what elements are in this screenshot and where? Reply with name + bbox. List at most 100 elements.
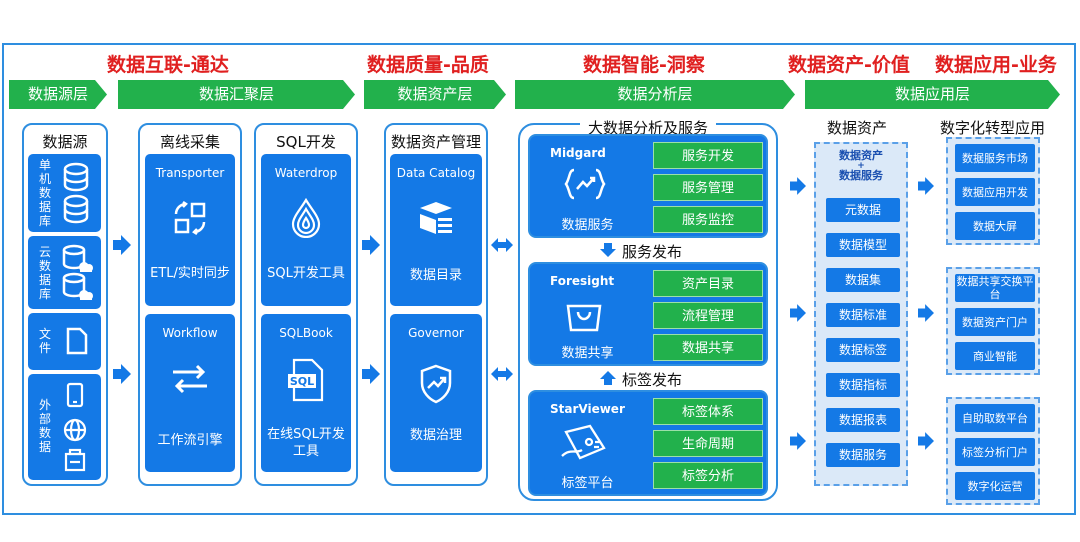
app-tag-portal[interactable]: 标签分析门户 bbox=[955, 438, 1035, 466]
code-chart-icon bbox=[564, 168, 606, 200]
asset-model[interactable]: 数据模型 bbox=[826, 233, 900, 257]
sql-icon-text: SQL bbox=[290, 375, 314, 388]
app-self-service[interactable]: 自助取数平台 bbox=[955, 404, 1035, 432]
arrow-right-icon bbox=[790, 432, 806, 450]
starviewer-panel[interactable]: StarViewer 标签平台 标签体系 生命周期 标签分析 bbox=[528, 390, 768, 496]
layer-source: 数据源层 bbox=[9, 80, 107, 109]
app-data-app-dev[interactable]: 数据应用开发 bbox=[955, 178, 1035, 206]
transporter-card[interactable]: Transporter ETL/实时同步 bbox=[145, 154, 235, 306]
app-data-dashboard[interactable]: 数据大屏 bbox=[955, 212, 1035, 240]
external-devices-icon bbox=[63, 382, 87, 472]
governor-name: Governor bbox=[408, 326, 464, 340]
shield-chart-icon bbox=[420, 364, 452, 404]
governor-desc: 数据治理 bbox=[409, 428, 462, 443]
app-digital-ops[interactable]: 数字化运营 bbox=[955, 472, 1035, 500]
data-assets-header-plus: + bbox=[857, 161, 865, 171]
catalog-stack-icon bbox=[420, 202, 452, 234]
workflow-card[interactable]: Workflow 工作流引擎 bbox=[145, 314, 235, 472]
app-data-service-market[interactable]: 数据服务市场 bbox=[955, 144, 1035, 172]
waterdrop-card[interactable]: Waterdrop SQL开发工具 bbox=[261, 154, 351, 306]
sync-transform-icon bbox=[174, 200, 206, 236]
process-manage-button[interactable]: 流程管理 bbox=[653, 302, 763, 329]
title-connectivity: 数据互联-通达 bbox=[107, 54, 229, 76]
workflow-arrows-icon bbox=[173, 364, 207, 394]
service-monitor-button[interactable]: 服务监控 bbox=[653, 206, 763, 233]
data-share-button[interactable]: 数据共享 bbox=[653, 334, 763, 361]
sqlbook-desc: 在线SQL开发工具 bbox=[267, 427, 345, 459]
data-assets-header-line2: 数据服务 bbox=[839, 169, 883, 182]
data-source-title: 数据源 bbox=[42, 133, 88, 151]
asset-metric[interactable]: 数据指标 bbox=[826, 373, 900, 397]
arrow-right-icon bbox=[113, 235, 131, 255]
asset-report[interactable]: 数据报表 bbox=[826, 408, 900, 432]
lifecycle-button[interactable]: 生命周期 bbox=[653, 430, 763, 457]
asset-catalog-button[interactable]: 资产目录 bbox=[653, 270, 763, 297]
title-quality: 数据质量-品质 bbox=[367, 54, 489, 76]
foresight-desc: 数据共享 bbox=[561, 346, 614, 361]
arrow-right-icon bbox=[362, 235, 380, 255]
data-catalog-card[interactable]: Data Catalog 数据目录 bbox=[390, 154, 482, 306]
layer-analysis: 数据分析层 bbox=[515, 80, 795, 109]
midgard-panel[interactable]: Midgard 数据服务 服务开发 服务管理 服务监控 bbox=[528, 134, 768, 238]
governor-card[interactable]: Governor 数据治理 bbox=[390, 314, 482, 472]
transporter-desc: ETL/实时同步 bbox=[150, 266, 230, 281]
title-intelligence: 数据智能-洞察 bbox=[583, 54, 705, 76]
app-group-2: 数据共享交换平台 数据资产门户 商业智能 bbox=[946, 267, 1040, 375]
sql-file-icon: SQL bbox=[288, 358, 324, 402]
sqlbook-card[interactable]: SQLBook SQL 在线SQL开发工具 bbox=[261, 314, 351, 472]
asset-service[interactable]: 数据服务 bbox=[826, 443, 900, 467]
arrow-right-icon bbox=[918, 177, 934, 195]
arrow-right-icon bbox=[790, 304, 806, 322]
tag-publish-label: 标签发布 bbox=[622, 371, 683, 389]
source-cloud-db[interactable]: 云数据库 bbox=[28, 236, 101, 309]
shopping-bag-icon bbox=[566, 304, 602, 332]
source-external[interactable]: 外部数据 bbox=[28, 374, 101, 480]
source-cloud-db-label: 云数据库 bbox=[38, 245, 51, 301]
layer-asset: 数据资产层 bbox=[364, 80, 506, 109]
sqlbook-name: SQLBook bbox=[279, 326, 333, 340]
app-share-exchange[interactable]: 数据共享交换平台 bbox=[955, 274, 1035, 302]
arrow-right-icon bbox=[362, 364, 380, 384]
layer-aggregation: 数据汇聚层 bbox=[118, 80, 355, 109]
starviewer-name: StarViewer bbox=[550, 402, 625, 416]
data-catalog-name: Data Catalog bbox=[396, 166, 476, 180]
database-icon bbox=[63, 162, 89, 224]
data-assets-title: 数据资产 bbox=[827, 119, 888, 137]
bidirectional-arrow-icon bbox=[491, 238, 513, 252]
foresight-panel[interactable]: Foresight 数据共享 资产目录 流程管理 数据共享 bbox=[528, 262, 768, 366]
transporter-name: Transporter bbox=[155, 166, 225, 180]
arrow-right-icon bbox=[918, 432, 934, 450]
foresight-name: Foresight bbox=[550, 274, 615, 288]
arrow-right-icon bbox=[790, 177, 806, 195]
architecture-frame bbox=[2, 43, 1076, 515]
service-manage-button[interactable]: 服务管理 bbox=[653, 174, 763, 201]
source-file-label: 文件 bbox=[38, 327, 51, 355]
arrow-down-icon bbox=[600, 243, 616, 257]
data-assets-list: 数据资产 + 数据服务 元数据 数据模型 数据集 数据标准 数据标签 数据指标 … bbox=[814, 142, 908, 486]
offline-collect-title: 离线采集 bbox=[159, 133, 220, 151]
source-standalone-db-label: 单机数据库 bbox=[38, 158, 51, 228]
apps-title: 数字化转型应用 bbox=[940, 119, 1046, 137]
arrow-right-icon bbox=[918, 304, 934, 322]
tag-system-button[interactable]: 标签体系 bbox=[653, 398, 763, 425]
tag-analysis-button[interactable]: 标签分析 bbox=[653, 462, 763, 489]
app-bi[interactable]: 商业智能 bbox=[955, 342, 1035, 370]
analysis-title: 大数据分析及服务 bbox=[580, 117, 716, 138]
tag-card-icon bbox=[561, 424, 606, 460]
file-icon bbox=[66, 327, 88, 355]
app-group-3: 自助取数平台 标签分析门户 数字化运营 bbox=[946, 397, 1040, 505]
asset-mgmt-title: 数据资产管理 bbox=[390, 133, 481, 151]
waterdrop-desc: SQL开发工具 bbox=[267, 266, 345, 281]
workflow-desc: 工作流引擎 bbox=[157, 433, 223, 448]
source-file[interactable]: 文件 bbox=[28, 313, 101, 370]
arrow-right-icon bbox=[113, 364, 131, 384]
water-drop-icon bbox=[291, 198, 321, 238]
service-develop-button[interactable]: 服务开发 bbox=[653, 142, 763, 169]
asset-metadata[interactable]: 元数据 bbox=[826, 198, 900, 222]
source-standalone-db[interactable]: 单机数据库 bbox=[28, 154, 101, 232]
asset-dataset[interactable]: 数据集 bbox=[826, 268, 900, 292]
app-group-1: 数据服务市场 数据应用开发 数据大屏 bbox=[946, 137, 1040, 245]
asset-standard[interactable]: 数据标准 bbox=[826, 303, 900, 327]
asset-tag[interactable]: 数据标签 bbox=[826, 338, 900, 362]
app-asset-portal[interactable]: 数据资产门户 bbox=[955, 308, 1035, 336]
